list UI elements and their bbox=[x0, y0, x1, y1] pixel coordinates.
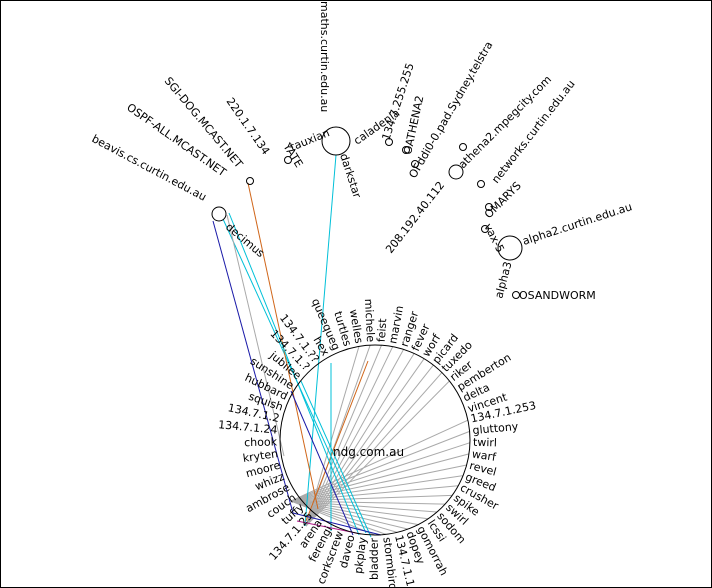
central-host-ring bbox=[279, 344, 471, 536]
external-edge-maths bbox=[304, 154, 337, 527]
internal-edge bbox=[305, 345, 382, 527]
internal-edge bbox=[290, 500, 398, 533]
internal-edge bbox=[305, 349, 405, 527]
ring-host-welles[interactable]: welles bbox=[347, 308, 366, 344]
internal-edge bbox=[290, 500, 375, 536]
internal-edge-blue2 bbox=[292, 512, 382, 536]
external-edge-decimus bbox=[228, 212, 360, 536]
ring-host-labels: 134.7.1.253gluttonytwirlwarfrevelgreedcr… bbox=[218, 297, 538, 588]
outer-host-node[interactable] bbox=[512, 291, 520, 299]
outer-host-alpha3[interactable]: alpha3 bbox=[492, 260, 514, 300]
internal-edge bbox=[305, 372, 443, 527]
ring-host-kryten[interactable]: kryten bbox=[242, 447, 279, 465]
outer-host-node[interactable] bbox=[485, 203, 493, 211]
hub-node-maths[interactable] bbox=[321, 126, 351, 156]
hub-node-alpha2[interactable] bbox=[497, 235, 523, 261]
outer-host-omarys[interactable]: OMARYS bbox=[482, 179, 524, 221]
internal-edge bbox=[305, 353, 415, 527]
internal-edge bbox=[290, 494, 453, 502]
hub-node-beavis[interactable] bbox=[211, 206, 227, 222]
ring-host-134-7-1-24[interactable]: 134.7.1.24 bbox=[218, 418, 278, 437]
internal-edge bbox=[305, 358, 425, 527]
outer-host-node[interactable] bbox=[284, 156, 292, 164]
outer-host-node[interactable] bbox=[459, 143, 467, 151]
outer-host-node[interactable] bbox=[411, 160, 419, 168]
internal-edge bbox=[290, 464, 467, 502]
outer-host-osandworm[interactable]: OSANDWORM bbox=[519, 289, 596, 302]
internal-edge bbox=[305, 346, 394, 527]
ring-host-bladder[interactable]: bladder bbox=[368, 538, 381, 581]
internal-edge bbox=[305, 344, 371, 527]
outer-host-maths-curtin-edu-au[interactable]: maths.curtin.edu.au bbox=[318, 1, 331, 112]
ring-host-twirl[interactable]: twirl bbox=[473, 436, 497, 450]
internal-edge bbox=[290, 500, 409, 530]
internal-edge bbox=[305, 380, 450, 527]
ring-host-feist[interactable]: feist bbox=[375, 317, 390, 342]
outer-host-node[interactable] bbox=[481, 225, 489, 233]
outer-host-node[interactable] bbox=[402, 146, 410, 154]
internal-edge-blue bbox=[290, 390, 354, 536]
outer-host-darkstar[interactable]: darkstar bbox=[337, 152, 364, 200]
external-edge-gray bbox=[226, 214, 285, 457]
ring-host-michele[interactable]: michele bbox=[362, 298, 377, 342]
internal-edge bbox=[290, 453, 470, 502]
outer-host-208-192-40-112[interactable]: 208.192.40.112 bbox=[383, 179, 447, 256]
ring-host-gluttony[interactable]: gluttony bbox=[472, 420, 519, 437]
outer-host-alpha2-curtin-edu-au[interactable]: alpha2.curtin.edu.au bbox=[521, 200, 634, 248]
outer-host-labels: maths.curtin.edu.aucaladeniadarkstartaux… bbox=[90, 1, 634, 302]
internal-edge-cyan2 bbox=[300, 380, 372, 538]
internal-edge bbox=[305, 364, 434, 527]
ring-host-stormbird[interactable]: stormbird bbox=[380, 536, 399, 588]
outer-host-node[interactable] bbox=[477, 180, 485, 188]
connection-edges bbox=[212, 154, 471, 538]
ring-host-chook[interactable]: chook bbox=[244, 435, 278, 449]
outer-host-node[interactable] bbox=[385, 138, 393, 146]
external-edge-beavis-blue bbox=[212, 220, 294, 514]
ring-host-warf[interactable]: warf bbox=[471, 447, 498, 464]
hub-node-athena2[interactable] bbox=[448, 164, 464, 180]
outer-host-node[interactable] bbox=[246, 177, 254, 185]
internal-edge-orange bbox=[305, 360, 369, 522]
ring-host-pkplay[interactable]: pkplay bbox=[352, 536, 369, 574]
internal-edge bbox=[290, 419, 469, 502]
central-host-label: ndg.com.au bbox=[333, 445, 404, 459]
